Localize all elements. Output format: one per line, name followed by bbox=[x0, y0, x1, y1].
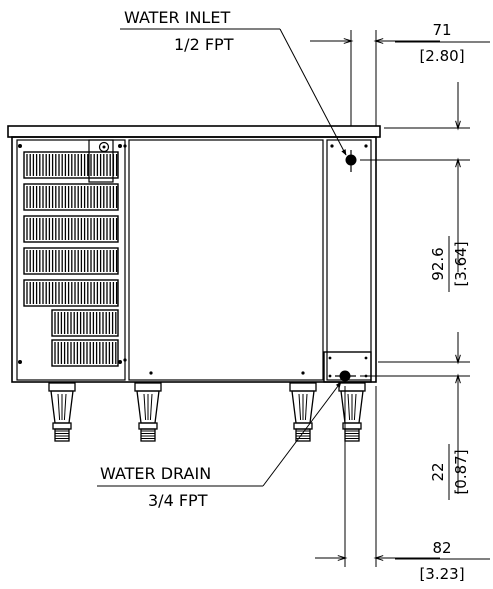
dim-drain-offset-in: [3.23] bbox=[419, 565, 464, 583]
drain-leader bbox=[262, 381, 342, 487]
dim-inlet-offset-mm: 71 bbox=[432, 21, 451, 39]
louver-row bbox=[23, 247, 119, 275]
louver-row bbox=[23, 279, 119, 307]
compressor-panel bbox=[16, 139, 126, 381]
drain-size: 3/4 FPT bbox=[148, 491, 208, 510]
dimension-lines bbox=[97, 28, 490, 567]
condenser-louvers bbox=[23, 151, 119, 367]
drain-title: WATER DRAIN bbox=[100, 464, 211, 483]
dim-drain-offset-mm: 82 bbox=[432, 539, 451, 557]
louver-row bbox=[51, 309, 119, 337]
louver-row bbox=[23, 183, 119, 211]
leveling-legs bbox=[48, 382, 366, 442]
leg bbox=[134, 382, 162, 442]
right-service-panel bbox=[326, 139, 372, 381]
dim-inlet-height-mm: 92.6 bbox=[429, 247, 447, 280]
louver-row bbox=[51, 339, 119, 367]
dim-inlet-offset-in: [2.80] bbox=[419, 47, 464, 65]
dim-drain-height-mm: 22 bbox=[429, 462, 447, 481]
drain-box bbox=[323, 351, 372, 383]
louver-row bbox=[23, 151, 119, 179]
leg bbox=[48, 382, 76, 442]
leg bbox=[338, 382, 366, 442]
cabinet-body bbox=[11, 136, 377, 383]
inlet-leader bbox=[279, 28, 347, 156]
louver-row bbox=[23, 215, 119, 243]
panel-screws bbox=[18, 144, 368, 378]
inlet-title: WATER INLET bbox=[124, 8, 230, 27]
countertop bbox=[7, 125, 381, 138]
inlet-size: 1/2 FPT bbox=[174, 35, 234, 54]
dim-inlet-height-in: [3.64] bbox=[452, 241, 470, 286]
center-access-panel bbox=[128, 139, 324, 381]
cabinet bbox=[7, 125, 381, 383]
dim-drain-height-in: [0.87] bbox=[452, 449, 470, 494]
